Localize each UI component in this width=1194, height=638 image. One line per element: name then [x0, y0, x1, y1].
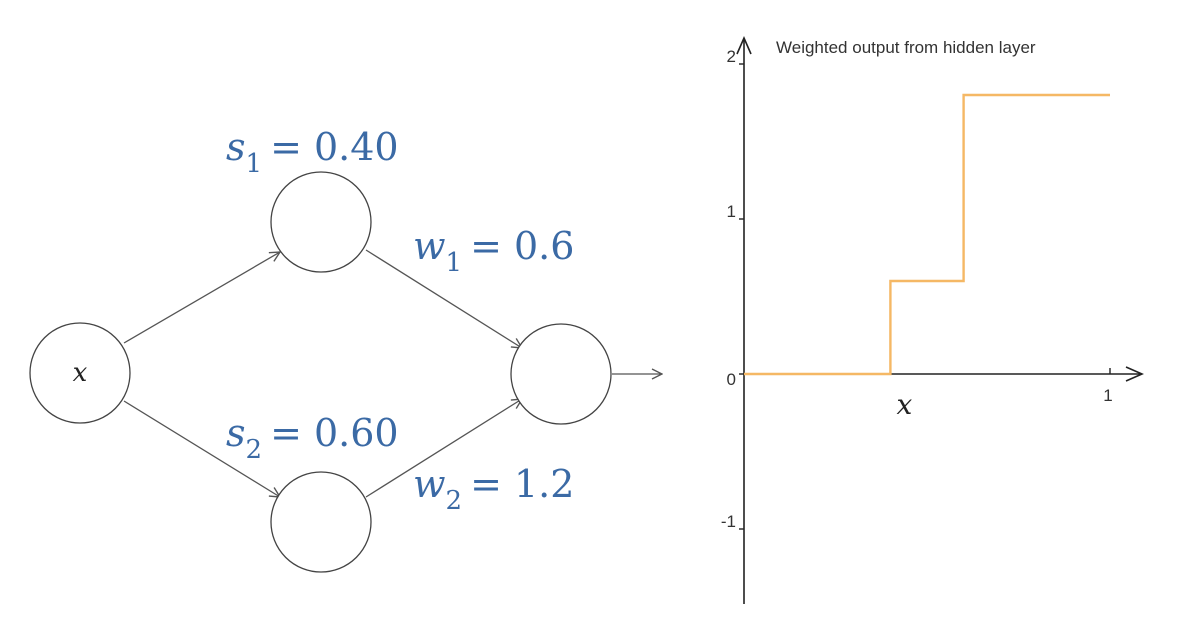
output-node	[510, 323, 612, 425]
input-node	[29, 322, 131, 424]
y-tick-label: 0	[727, 370, 736, 389]
y-ticks: 2 1 0 -1	[721, 47, 744, 531]
x-ticks: 1	[1103, 368, 1113, 405]
edge-input-to-hidden-2	[123, 400, 280, 497]
weight-w2-label: w2= 1.2	[413, 462, 574, 516]
edge-hidden-2-to-output	[365, 399, 522, 498]
x-tick-label: 1	[1103, 386, 1112, 405]
y-tick-label: -1	[721, 512, 736, 531]
edge-hidden-1-to-output	[365, 249, 522, 348]
y-tick-label: 2	[727, 47, 736, 66]
hidden-node-2	[270, 471, 372, 573]
input-node-label: x	[73, 358, 88, 388]
step-series-line	[744, 93, 1110, 376]
network-diagram: x s1= 0.40 s2= 0.60 w1= 0.6 w2= 1.2	[29, 125, 662, 573]
chart-title: Weighted output from hidden layer	[776, 38, 1036, 57]
step-output-chart: 2 1 0 -1 1 Weighted output from hidden laye…	[721, 36, 1144, 604]
bias-s1-label: s1= 0.40	[226, 125, 399, 179]
y-tick-label: 1	[727, 202, 736, 221]
series-layer	[744, 93, 1110, 376]
hidden-node-1	[270, 171, 372, 273]
weight-w1-label: w1= 0.6	[413, 224, 574, 278]
x-axis-label: x	[897, 388, 913, 421]
edge-input-to-hidden-1	[123, 252, 280, 344]
bias-s2-label: s2= 0.60	[226, 411, 399, 465]
